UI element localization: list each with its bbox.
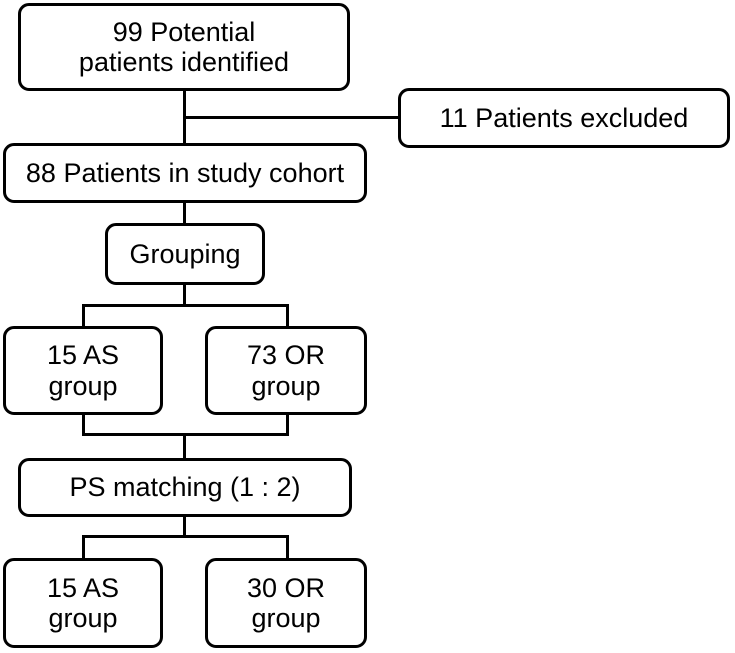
node-or-group-pre-match: 73 OR group <box>205 326 367 415</box>
connector-ps-down <box>183 517 186 538</box>
node-potential-patients-identified: 99 Potential patients identified <box>18 3 350 91</box>
node-or-group-post-match: 30 OR group <box>205 558 367 648</box>
node-patients-excluded: 11 Patients excluded <box>398 88 730 148</box>
node-as-group-pre-match: 15 AS group <box>3 326 163 415</box>
node-grouping: Grouping <box>105 223 265 285</box>
connector-grouping-down <box>183 285 186 305</box>
connector-merge-to-ps <box>183 433 186 458</box>
node-study-cohort: 88 Patients in study cohort <box>3 143 367 203</box>
connector-to-excluded <box>184 116 398 119</box>
connector-branch2-to-or <box>286 535 289 558</box>
node-as-group-post-match: 15 AS group <box>3 558 163 648</box>
node-ps-matching: PS matching (1 : 2) <box>18 458 352 517</box>
connector-cohort-to-grouping <box>183 203 186 223</box>
connector-branch1-to-as <box>82 304 85 326</box>
connector-or-to-merge <box>286 415 289 436</box>
connector-as-to-merge <box>82 415 85 436</box>
connector-branch2-horizontal <box>82 535 289 538</box>
connector-branch1-to-or <box>286 304 289 326</box>
connector-branch2-to-as <box>82 535 85 558</box>
connector-branch1-horizontal <box>82 304 289 307</box>
